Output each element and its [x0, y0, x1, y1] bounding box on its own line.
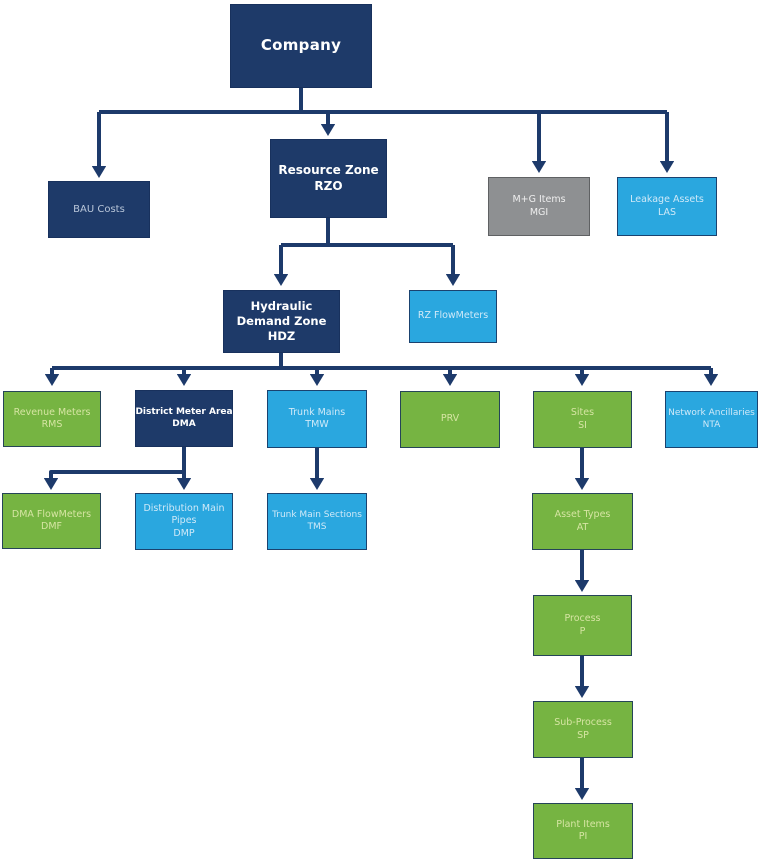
node-asset-types-label: Asset Types: [554, 509, 611, 521]
node-dma-label: District Meter Area: [135, 406, 233, 417]
node-bau-costs: BAU Costs: [48, 181, 150, 238]
node-network-ancillaries: Network Ancillaries NTA: [665, 391, 758, 448]
node-tms-label: Trunk Main Sections: [272, 509, 362, 520]
node-dmp-code: DMP: [173, 527, 195, 539]
node-mg-items-code: MGI: [529, 206, 549, 218]
node-sites-label: Sites: [570, 407, 595, 419]
node-resource-zone-label: Resource Zone: [278, 162, 379, 177]
node-prv-label: PRV: [440, 413, 460, 425]
node-dmp-label: Distribution Main Pipes: [143, 502, 225, 527]
node-sub-process-label: Sub-Process: [554, 717, 612, 729]
node-company-label: Company: [260, 36, 342, 55]
node-process-label: Process: [564, 613, 601, 625]
node-sites-code: SI: [578, 419, 587, 431]
node-company: Company: [230, 4, 372, 88]
node-resource-zone-code: RZO: [314, 178, 343, 193]
node-rz-flowmeters-label: RZ FlowMeters: [417, 310, 489, 322]
node-resource-zone: Resource Zone RZO: [270, 139, 387, 218]
node-sub-process-code: SP: [577, 729, 589, 741]
node-asset-types-code: AT: [576, 521, 589, 533]
node-revenue-meters-code: RMS: [41, 419, 63, 430]
node-dma-flowmeters-code: DMF: [41, 521, 62, 532]
node-dma-code: DMA: [172, 418, 196, 429]
node-trunk-mains-label: Trunk Mains: [288, 406, 346, 418]
node-hdz-code: HDZ: [267, 328, 296, 343]
node-network-ancillaries-label: Network Ancillaries: [668, 407, 755, 418]
node-network-ancillaries-code: NTA: [702, 419, 721, 430]
node-district-meter-area: District Meter Area DMA: [135, 390, 233, 447]
node-dma-flowmeters: DMA FlowMeters DMF: [2, 493, 101, 549]
node-leakage-assets-label: Leakage Assets: [630, 194, 704, 206]
node-hdz-label: Hydraulic Demand Zone: [236, 299, 327, 329]
node-distribution-main-pipes: Distribution Main Pipes DMP: [135, 493, 233, 550]
node-asset-types: Asset Types AT: [532, 493, 633, 550]
node-process: Process P: [533, 595, 632, 656]
node-trunk-mains-code: TMW: [305, 419, 329, 430]
node-plant-items: Plant Items PI: [533, 803, 633, 859]
node-revenue-meters-label: Revenue Meters: [13, 406, 91, 418]
node-revenue-meters: Revenue Meters RMS: [3, 391, 101, 447]
node-trunk-mains: Trunk Mains TMW: [267, 390, 367, 448]
node-leakage-assets-code: LAS: [657, 206, 677, 218]
node-dma-flowmeters-label: DMA FlowMeters: [11, 508, 92, 520]
node-plant-items-label: Plant Items: [556, 818, 610, 830]
node-rz-flowmeters: RZ FlowMeters: [409, 290, 497, 343]
edge-dma-dmf: [43, 470, 184, 490]
node-sub-process: Sub-Process SP: [533, 701, 633, 758]
node-hydraulic-demand-zone: Hydraulic Demand Zone HDZ: [223, 290, 340, 353]
node-sites: Sites SI: [533, 391, 632, 448]
node-leakage-assets: Leakage Assets LAS: [617, 177, 717, 236]
node-mg-items: M+G Items MGI: [488, 177, 590, 236]
node-prv: PRV: [400, 391, 500, 448]
node-plant-items-code: PI: [578, 831, 588, 842]
node-process-code: P: [579, 625, 586, 637]
node-bau-costs-label: BAU Costs: [73, 204, 125, 215]
node-tms-code: TMS: [307, 521, 327, 532]
node-mg-items-label: M+G Items: [512, 194, 566, 206]
node-trunk-main-sections: Trunk Main Sections TMS: [267, 493, 367, 550]
